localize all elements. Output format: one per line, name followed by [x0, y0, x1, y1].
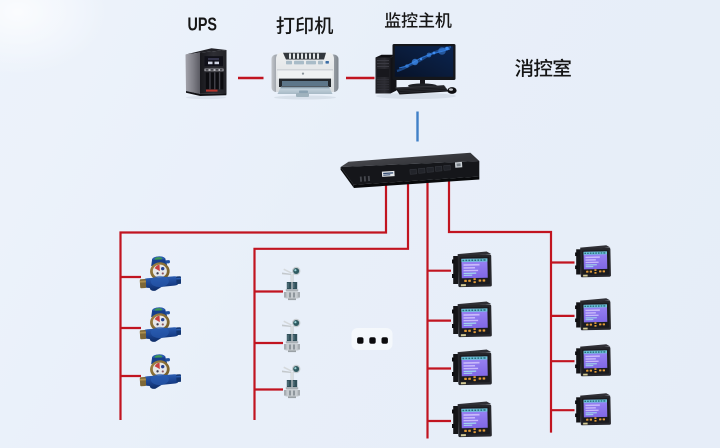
- svg-text:UPS: UPS: [188, 15, 218, 35]
